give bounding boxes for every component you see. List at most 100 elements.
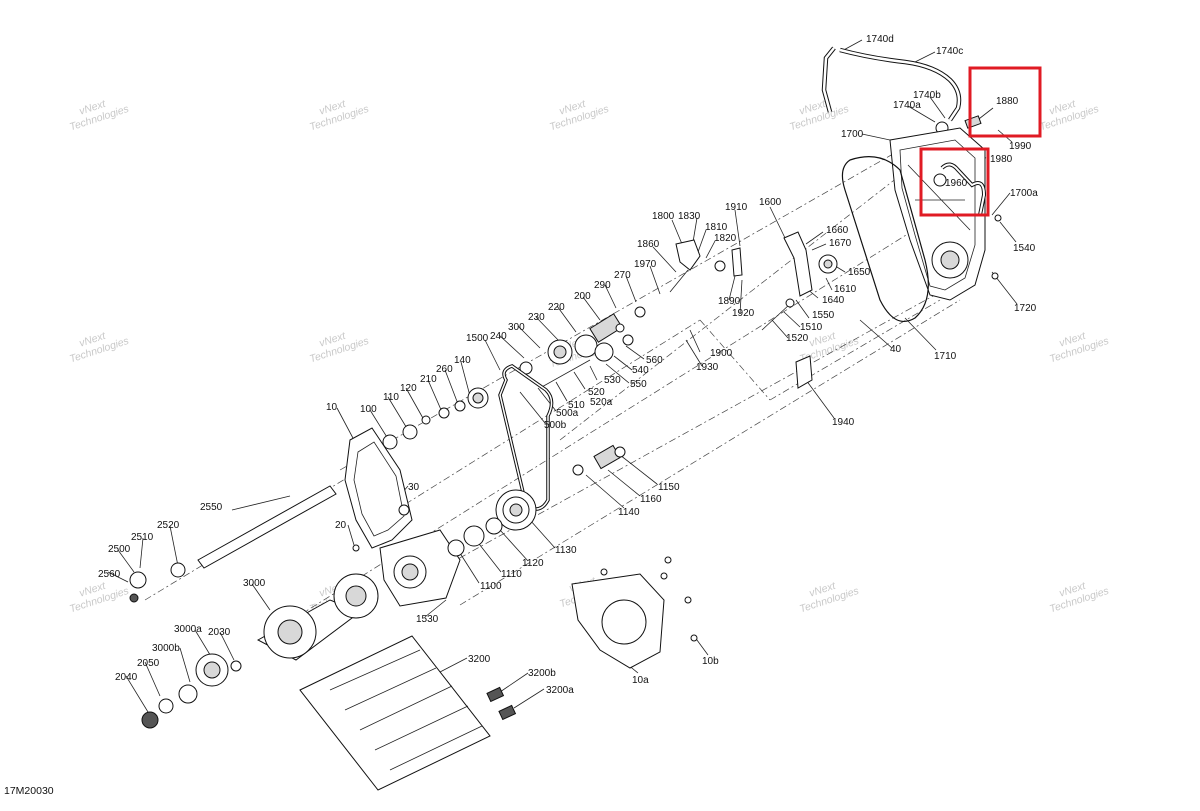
callout-220: 220 — [548, 302, 565, 313]
callout-1110: 1110 — [501, 569, 522, 580]
callout-1520: 1520 — [786, 333, 809, 344]
shaft-2550 — [129, 485, 337, 603]
callout-510: 510 — [568, 400, 585, 411]
callout-240: 240 — [490, 331, 507, 342]
callout-2030: 2030 — [208, 627, 231, 638]
highlight-boxes — [919, 66, 1042, 217]
callout-1810: 1810 — [705, 222, 728, 233]
callout-1890: 1890 — [718, 296, 741, 307]
callout-3200a: 3200a — [546, 685, 574, 696]
callout-3000: 3000 — [243, 578, 266, 589]
callout-1710: 1710 — [934, 351, 957, 362]
callout-140: 140 — [454, 355, 471, 366]
highlight-box-1960 — [919, 147, 990, 217]
callout-100: 100 — [360, 404, 377, 415]
diagram-code: 17M20030 — [4, 785, 54, 797]
callout-1980: 1980 — [990, 154, 1013, 165]
leader-lines — [107, 39, 1018, 713]
gear-cluster — [519, 306, 646, 389]
callout-1660: 1660 — [826, 225, 849, 236]
callout-1990: 1990 — [1009, 141, 1032, 152]
callout-200: 200 — [574, 291, 591, 302]
callout-20: 20 — [335, 520, 347, 531]
callout-2050: 2050 — [137, 658, 160, 669]
callout-1720: 1720 — [1014, 303, 1037, 314]
seal-1710 — [841, 156, 929, 322]
callout-530: 530 — [604, 375, 621, 386]
callout-1700: 1700 — [841, 129, 864, 140]
callout-1600: 1600 — [759, 197, 782, 208]
callout-1930: 1930 — [696, 362, 719, 373]
callout-500b: 500b — [544, 420, 567, 431]
callout-3200b: 3200b — [528, 668, 556, 679]
callout-2500: 2500 — [108, 544, 131, 555]
callout-1860: 1860 — [637, 239, 660, 250]
hose-1960 — [940, 162, 987, 216]
hub-3000 — [141, 573, 379, 729]
callout-260: 260 — [436, 364, 453, 375]
callout-40: 40 — [890, 344, 902, 355]
callout-1530: 1530 — [416, 614, 439, 625]
callout-120: 120 — [400, 383, 417, 394]
assembly-centerlines — [144, 149, 981, 641]
chain-1500 — [498, 364, 554, 511]
callout-520a: 520a — [590, 397, 613, 408]
callout-2510: 2510 — [131, 532, 154, 543]
callout-550: 550 — [630, 379, 647, 390]
callout-1740a: 1740a — [893, 100, 921, 111]
callout-1610: 1610 — [834, 284, 857, 295]
callout-110: 110 — [383, 392, 399, 403]
callout-10a: 10a — [632, 675, 649, 686]
callout-3000b: 3000b — [152, 643, 180, 654]
callout-1970: 1970 — [634, 259, 657, 270]
callout-1650: 1650 — [848, 267, 871, 278]
callout-1920: 1920 — [732, 308, 755, 319]
callout-1550: 1550 — [812, 310, 835, 321]
track-3200 — [299, 635, 517, 791]
callout-10: 10 — [326, 402, 338, 413]
sprocket-140-group — [382, 387, 489, 450]
callout-3000a: 3000a — [174, 624, 202, 635]
callout-1510: 1510 — [800, 322, 823, 333]
callout-1700a: 1700a — [1010, 188, 1038, 199]
tube-assembly-1740 — [821, 46, 982, 135]
callout-2550: 2550 — [200, 502, 223, 513]
gasket-10a — [571, 556, 698, 669]
callout-1160: 1160 — [640, 494, 662, 505]
callout-560: 560 — [646, 355, 663, 366]
callout-540: 540 — [632, 365, 649, 376]
callout-1910: 1910 — [725, 202, 748, 213]
callout-1670: 1670 — [829, 238, 852, 249]
callout-1800: 1800 — [652, 211, 675, 222]
callout-1540: 1540 — [1013, 243, 1036, 254]
housing-10 — [344, 427, 413, 552]
callout-520: 520 — [588, 387, 605, 398]
callout-1130: 1130 — [555, 545, 577, 556]
callout-1740b: 1740b — [913, 90, 941, 101]
callout-2560: 2560 — [98, 569, 121, 580]
callout-1740c: 1740c — [936, 46, 963, 57]
callout-230: 230 — [528, 312, 545, 323]
callout-1940: 1940 — [832, 417, 855, 428]
highlight-box-1880 — [968, 66, 1042, 138]
callout-300: 300 — [508, 322, 525, 333]
callout-1640: 1640 — [822, 295, 845, 306]
housing-lower — [379, 444, 626, 607]
callout-1960: 1960 — [945, 178, 968, 189]
callout-1150: 1150 — [658, 482, 680, 493]
callout-1830: 1830 — [678, 211, 701, 222]
callout-30: 30 — [408, 482, 420, 493]
callout-1120: 1120 — [522, 558, 544, 569]
callout-500a: 500a — [556, 408, 579, 419]
